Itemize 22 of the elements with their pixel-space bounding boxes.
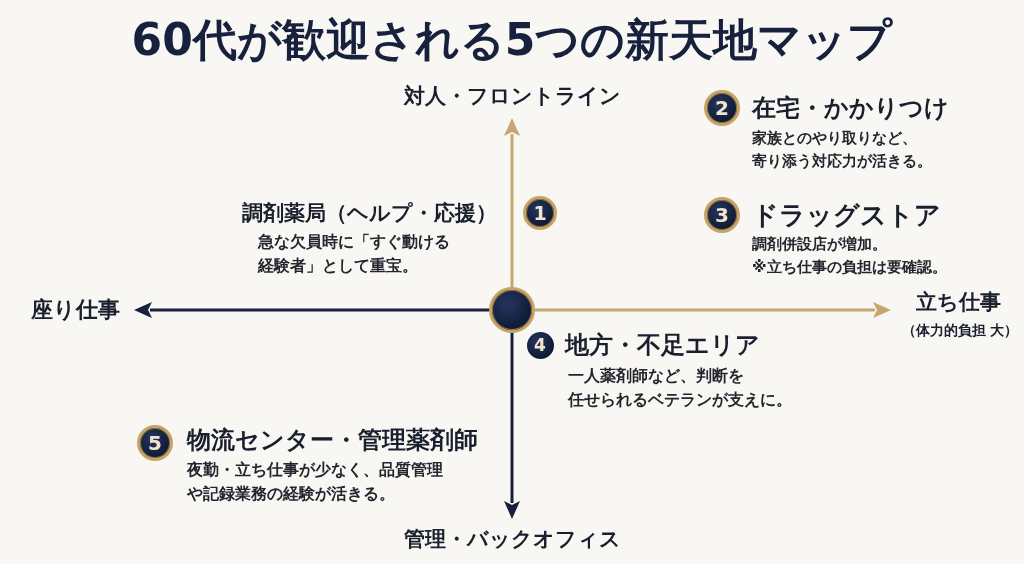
item-heading: 調剤薬局（ヘルプ・応援）	[242, 200, 497, 227]
number-badge: 1	[523, 196, 557, 230]
axis-label: （体力的負担 大）	[901, 321, 1019, 340]
number-badge: 2	[704, 90, 740, 126]
item-heading: 物流センター・管理薬剤師	[187, 425, 478, 455]
item-description: 急な欠員時に「すぐ動ける経験者」として重宝。	[258, 231, 450, 277]
axis-label: 座り仕事	[31, 296, 120, 324]
item-description: 家族とのやり取りなど、寄り添う対応力が活きる。	[752, 128, 932, 172]
item-heading: ドラッグストア	[752, 199, 941, 231]
item-heading: 在宅・かかりつけ	[752, 93, 949, 123]
origin-circle	[489, 287, 535, 333]
page-title: 60代が歓迎される5つの新天地マップ	[130, 13, 894, 67]
number-badge: 3	[704, 197, 740, 233]
axis-label: 対人・フロントライン	[403, 83, 621, 110]
item-description: 夜勤・立ち仕事が少なく、品質管理や記録業務の経験が活きる。	[187, 459, 443, 505]
item-description: 調剤併設店が増加。※立ち仕事の負担は要確認。	[752, 234, 947, 278]
item-heading: 地方・不足エリア	[565, 330, 760, 360]
number-badge: 5	[137, 425, 173, 461]
number-badge: 4	[526, 331, 554, 359]
axis-label: 管理・バックオフィス	[403, 526, 621, 553]
item-description: 一人薬剤師など、判断を任せられるベテランが支えに。	[568, 365, 792, 411]
axis-label: 立ち仕事	[915, 289, 1001, 316]
